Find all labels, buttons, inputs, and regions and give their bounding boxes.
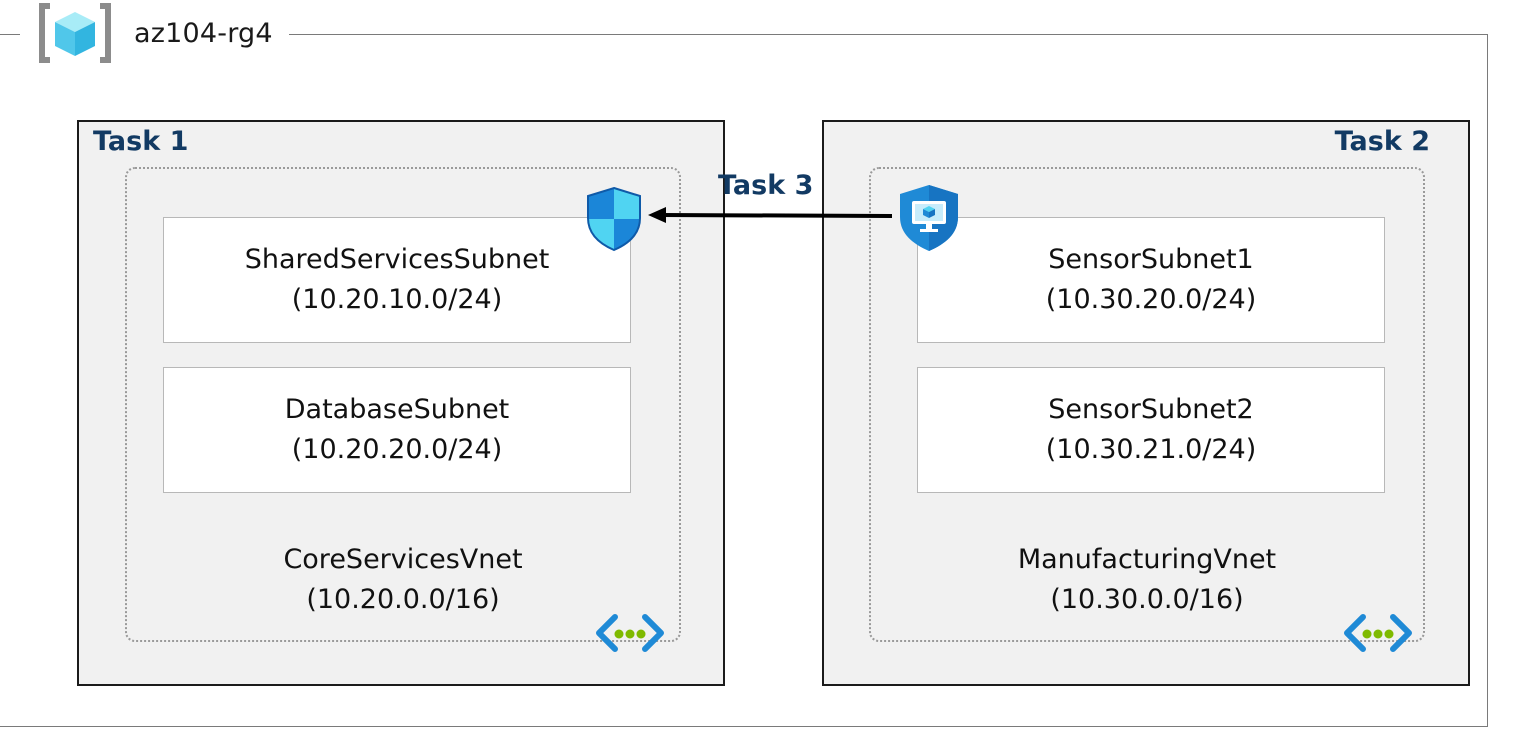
subnet-cidr: (10.30.20.0/24) <box>1045 284 1257 315</box>
sensor-subnet-2: SensorSubnet2 (10.30.21.0/24) <box>917 367 1385 493</box>
resource-group-header: az104-rg4 <box>20 2 289 64</box>
vnet-name: ManufacturingVnet <box>1017 544 1277 575</box>
subnet-name: DatabaseSubnet <box>284 394 510 425</box>
network-security-group-icon <box>587 186 641 252</box>
subnet-name: SharedServicesSubnet <box>244 244 550 275</box>
subnet-cidr: (10.20.10.0/24) <box>291 284 503 315</box>
task2-label: Task 2 <box>1334 126 1430 157</box>
subnet-cidr: (10.20.20.0/24) <box>291 434 503 465</box>
core-services-vnet: SharedServicesSubnet (10.20.10.0/24) Dat… <box>125 167 681 652</box>
task2-box: Task 2 SensorSubnet1 (10.30.20.0/24) Sen… <box>822 120 1470 686</box>
vnet-name: CoreServicesVnet <box>283 544 523 575</box>
subnet-cidr: (10.30.21.0/24) <box>1045 434 1257 465</box>
vnet-caption: CoreServicesVnet (10.20.0.0/16) <box>127 543 679 617</box>
application-security-group-icon <box>900 185 958 251</box>
task3-connector-arrow <box>648 207 893 223</box>
resource-group-icon <box>39 3 111 63</box>
database-subnet: DatabaseSubnet (10.20.20.0/24) <box>163 367 631 493</box>
vnet-cidr: (10.20.0.0/16) <box>306 584 500 615</box>
virtual-network-icon <box>1344 614 1412 652</box>
manufacturing-vnet: SensorSubnet1 (10.30.20.0/24) SensorSubn… <box>869 167 1425 652</box>
task1-label: Task 1 <box>93 126 189 157</box>
vnet-caption: ManufacturingVnet (10.30.0.0/16) <box>871 543 1423 617</box>
sensor-subnet-1: SensorSubnet1 (10.30.20.0/24) <box>917 217 1385 343</box>
subnet-name: SensorSubnet1 <box>1048 244 1254 275</box>
task1-box: Task 1 SharedServicesSubnet (10.20.10.0/… <box>77 120 725 686</box>
resource-group-frame <box>0 34 1488 727</box>
shared-services-subnet: SharedServicesSubnet (10.20.10.0/24) <box>163 217 631 343</box>
virtual-network-icon <box>596 614 664 652</box>
resource-group-name: az104-rg4 <box>134 17 273 49</box>
vnet-cidr: (10.30.0.0/16) <box>1050 584 1244 615</box>
task3-label: Task 3 <box>718 170 814 201</box>
subnet-name: SensorSubnet2 <box>1048 394 1254 425</box>
